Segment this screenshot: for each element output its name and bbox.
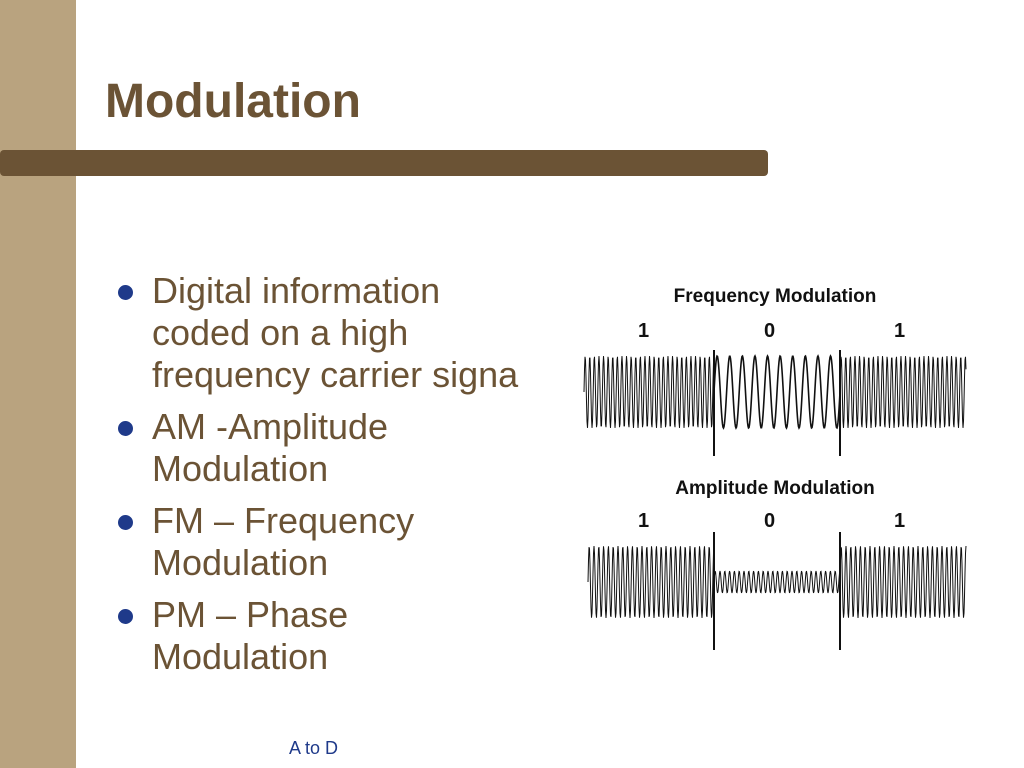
fm-figure-title: Frequency Modulation: [673, 286, 877, 307]
title-underline-bar: [0, 150, 768, 176]
bullet-line: AM -Amplitude: [152, 406, 389, 447]
bullet-item: PM – Phase Modulation: [116, 594, 556, 678]
slide-footer: A to D: [289, 738, 339, 758]
bullet-dot-icon: [118, 285, 133, 300]
bullet-line: PM – Phase: [152, 594, 349, 635]
bullet-dot-icon: [118, 421, 133, 436]
am-bit-label: 0: [764, 510, 776, 532]
left-decorative-band: [0, 0, 76, 768]
fm-bit-label: 1: [638, 320, 650, 342]
bullet-line: coded on a high: [152, 312, 409, 353]
am-high-amplitude-segment: [587, 545, 715, 619]
bullet-line: Digital information: [152, 270, 441, 311]
bullet-line: frequency carrier signa: [152, 354, 519, 395]
fm-high-frequency-segment: [839, 356, 967, 428]
bullet-list: Digital information coded on a high freq…: [116, 270, 556, 688]
fm-bit-label: 1: [894, 320, 906, 342]
slide-title: Modulation: [105, 75, 361, 128]
bullet-dot-icon: [118, 515, 133, 530]
bullet-item: AM -Amplitude Modulation: [116, 406, 556, 490]
bullet-line: Modulation: [152, 542, 329, 583]
am-bit-label: 1: [894, 510, 906, 532]
bullet-line: FM – Frequency: [152, 500, 415, 541]
modulation-figure: Frequency Modulation 1 0 1 Amplitude Mod…: [580, 282, 970, 662]
fm-waveform: [583, 350, 967, 456]
am-bit-label: 1: [638, 510, 650, 532]
fm-bit-label: 0: [764, 320, 776, 342]
fm-high-frequency-segment: [583, 356, 715, 428]
bullet-item: FM – Frequency Modulation: [116, 500, 556, 584]
bullet-item: Digital information coded on a high freq…: [116, 270, 556, 396]
bullet-dot-icon: [118, 609, 133, 624]
am-figure-title: Amplitude Modulation: [675, 478, 875, 499]
bullet-line: Modulation: [152, 448, 329, 489]
fm-low-frequency-segment: [713, 354, 841, 430]
am-high-amplitude-segment: [839, 545, 967, 619]
bullet-line: Modulation: [152, 636, 329, 677]
am-waveform: [587, 532, 967, 650]
am-low-amplitude-segment: [713, 570, 841, 594]
